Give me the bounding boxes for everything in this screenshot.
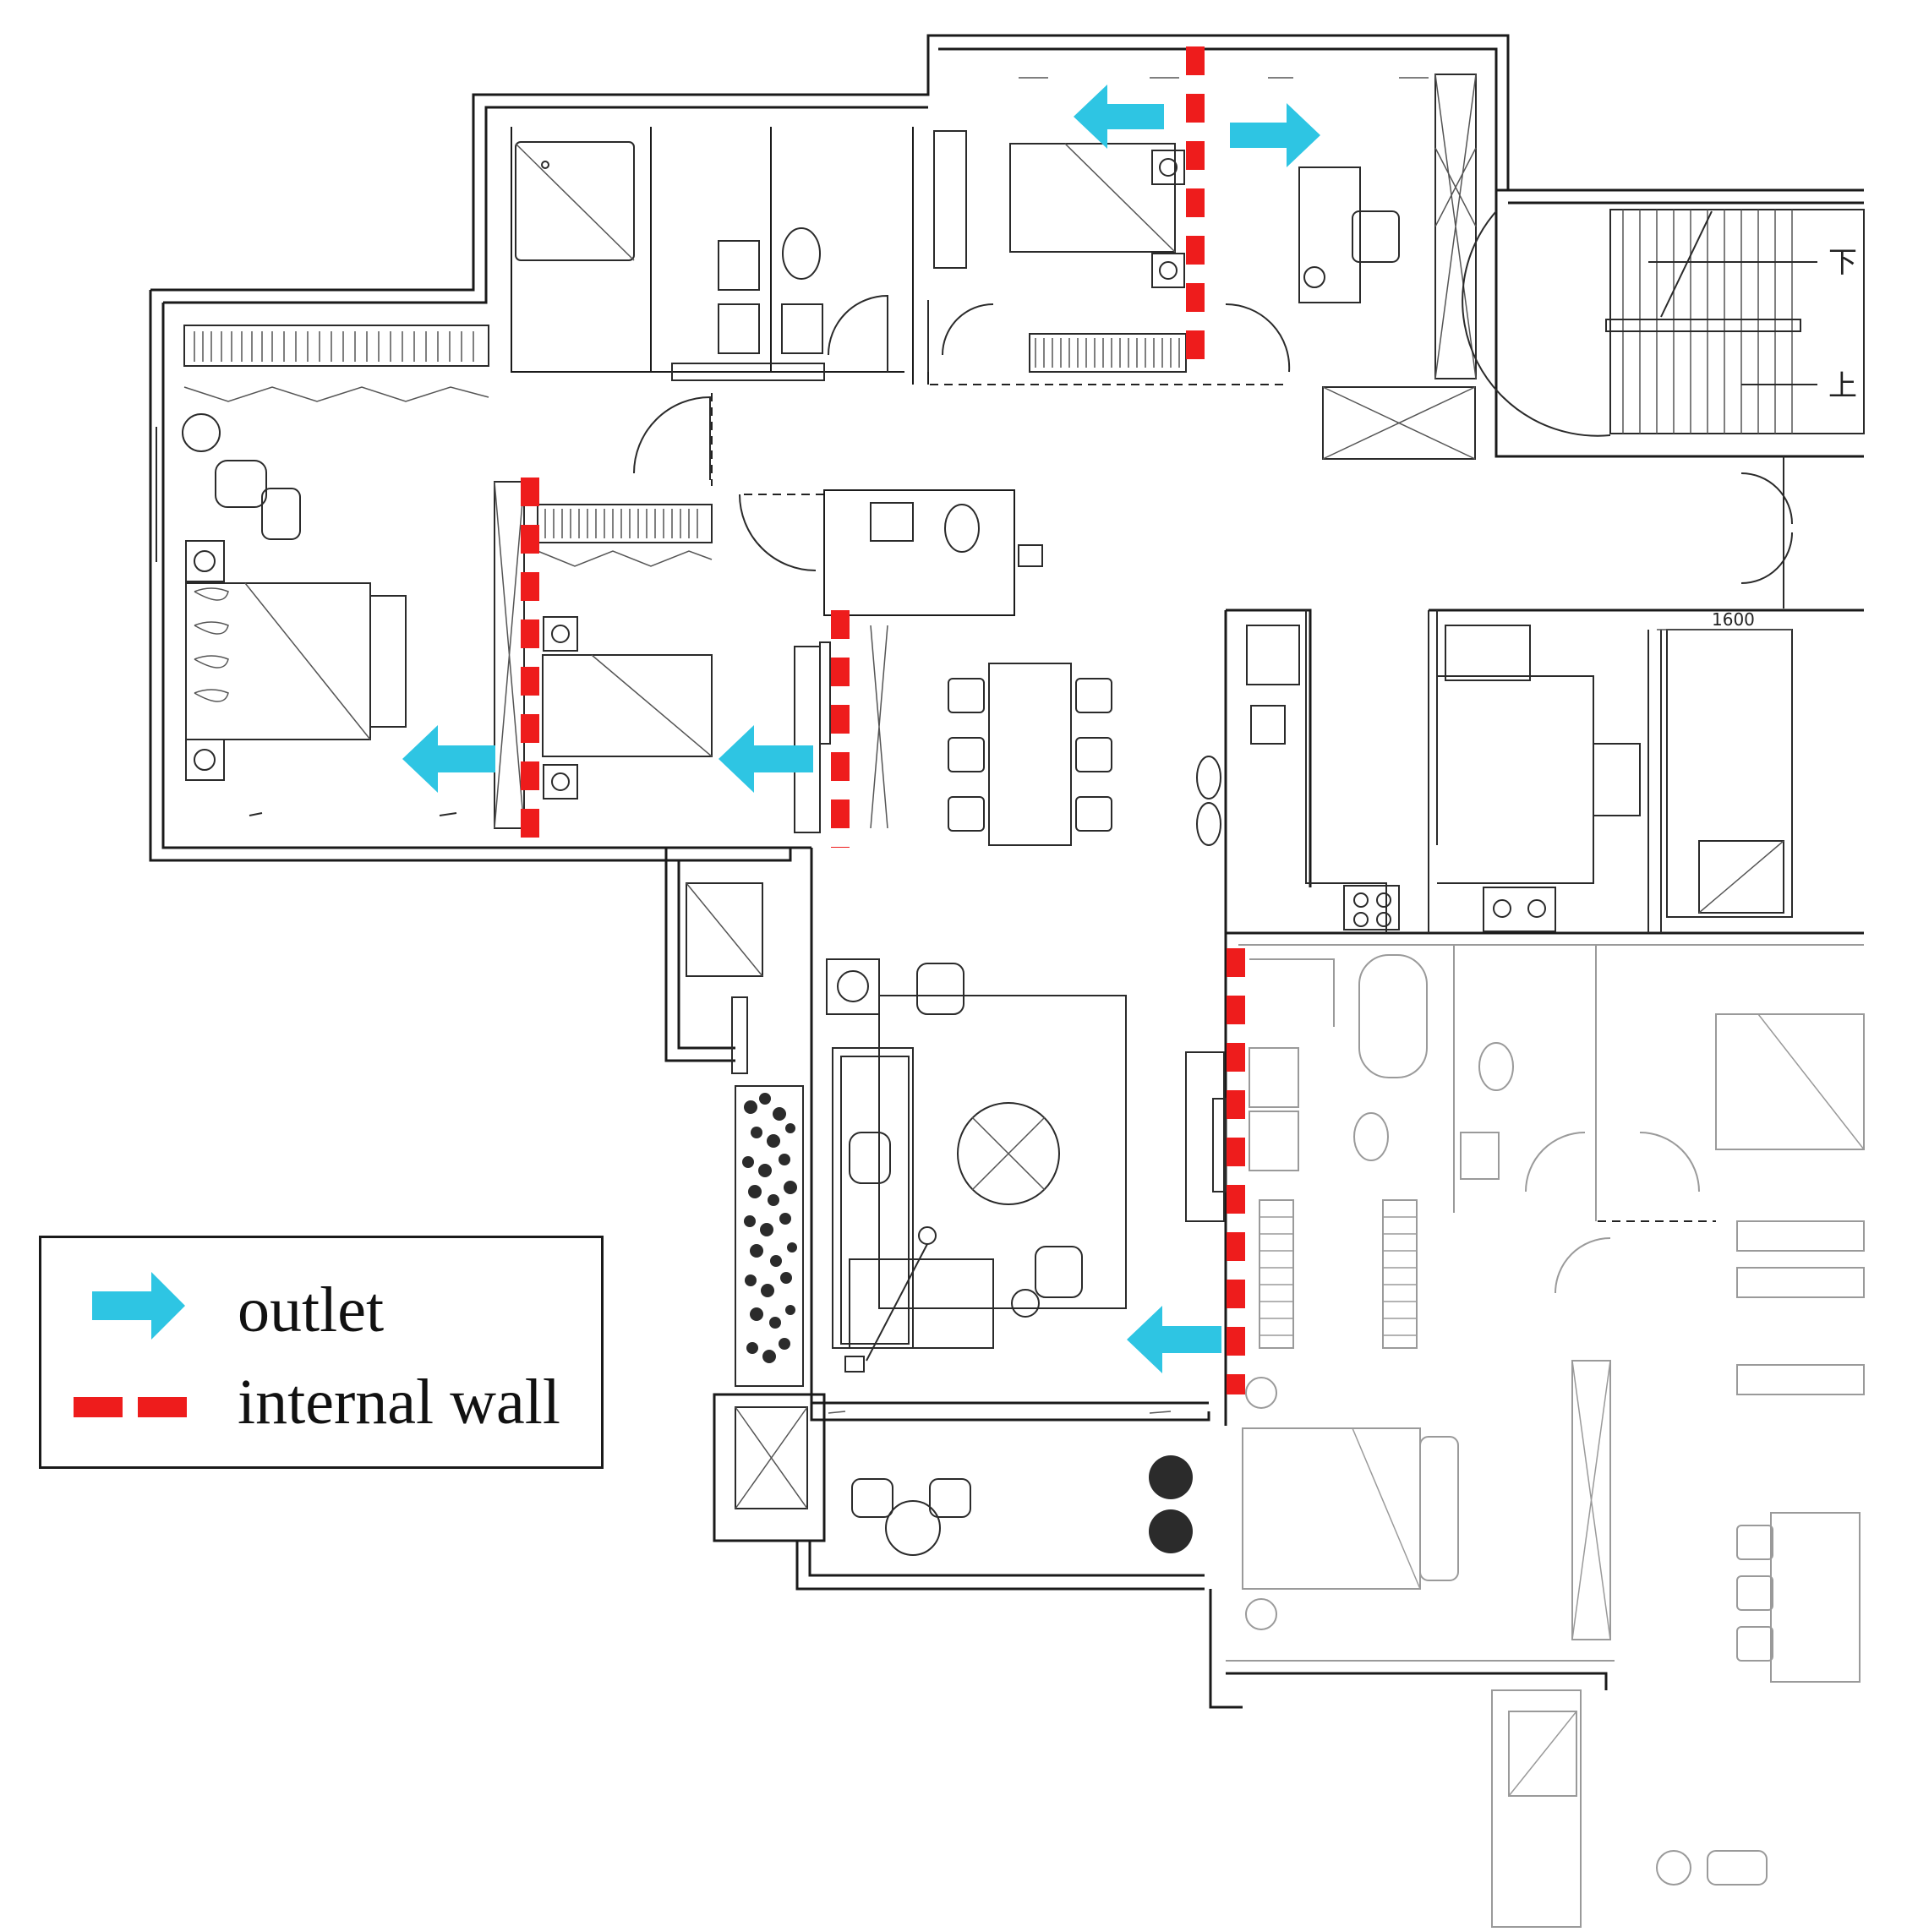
interior-partitions [511,74,1477,616]
legend-outlet-label: outlet [238,1274,385,1345]
arrow-icon [92,1272,185,1340]
adjacent-unit [1226,944,1865,1928]
outlet-arrow-icon [1074,85,1164,149]
stair-down-label: 下 [1828,246,1857,280]
master-bedroom [156,325,489,816]
outlet-arrows [402,85,1320,1373]
legend-row-outlet: outlet [41,1259,601,1361]
legend-row-internal-wall: internal wall [41,1363,601,1465]
living-room [686,882,1227,1387]
legend: outlet internal wall [39,1236,604,1469]
balcony [735,1406,1193,1556]
dimension-label: 1600 [1712,609,1755,630]
internal-walls [521,46,1245,1394]
planter-shrubs [742,1093,797,1363]
outlet-arrow-icon [719,725,813,793]
top-bedroom [1009,77,1429,373]
stair-up-label: 上 [1828,369,1857,403]
outlet-arrow-icon [1127,1306,1221,1373]
second-bedroom [494,481,888,833]
dining-area [948,663,1112,846]
legend-internal-wall-label: internal wall [238,1367,560,1438]
dashed-line-icon [74,1397,187,1417]
staircase: 下 上 [1462,209,1865,609]
exterior-walls [149,34,1864,1709]
outlet-arrow-icon [402,725,495,793]
kitchen: 1600 [1196,609,1793,933]
outlet-arrow-icon [1230,103,1320,167]
